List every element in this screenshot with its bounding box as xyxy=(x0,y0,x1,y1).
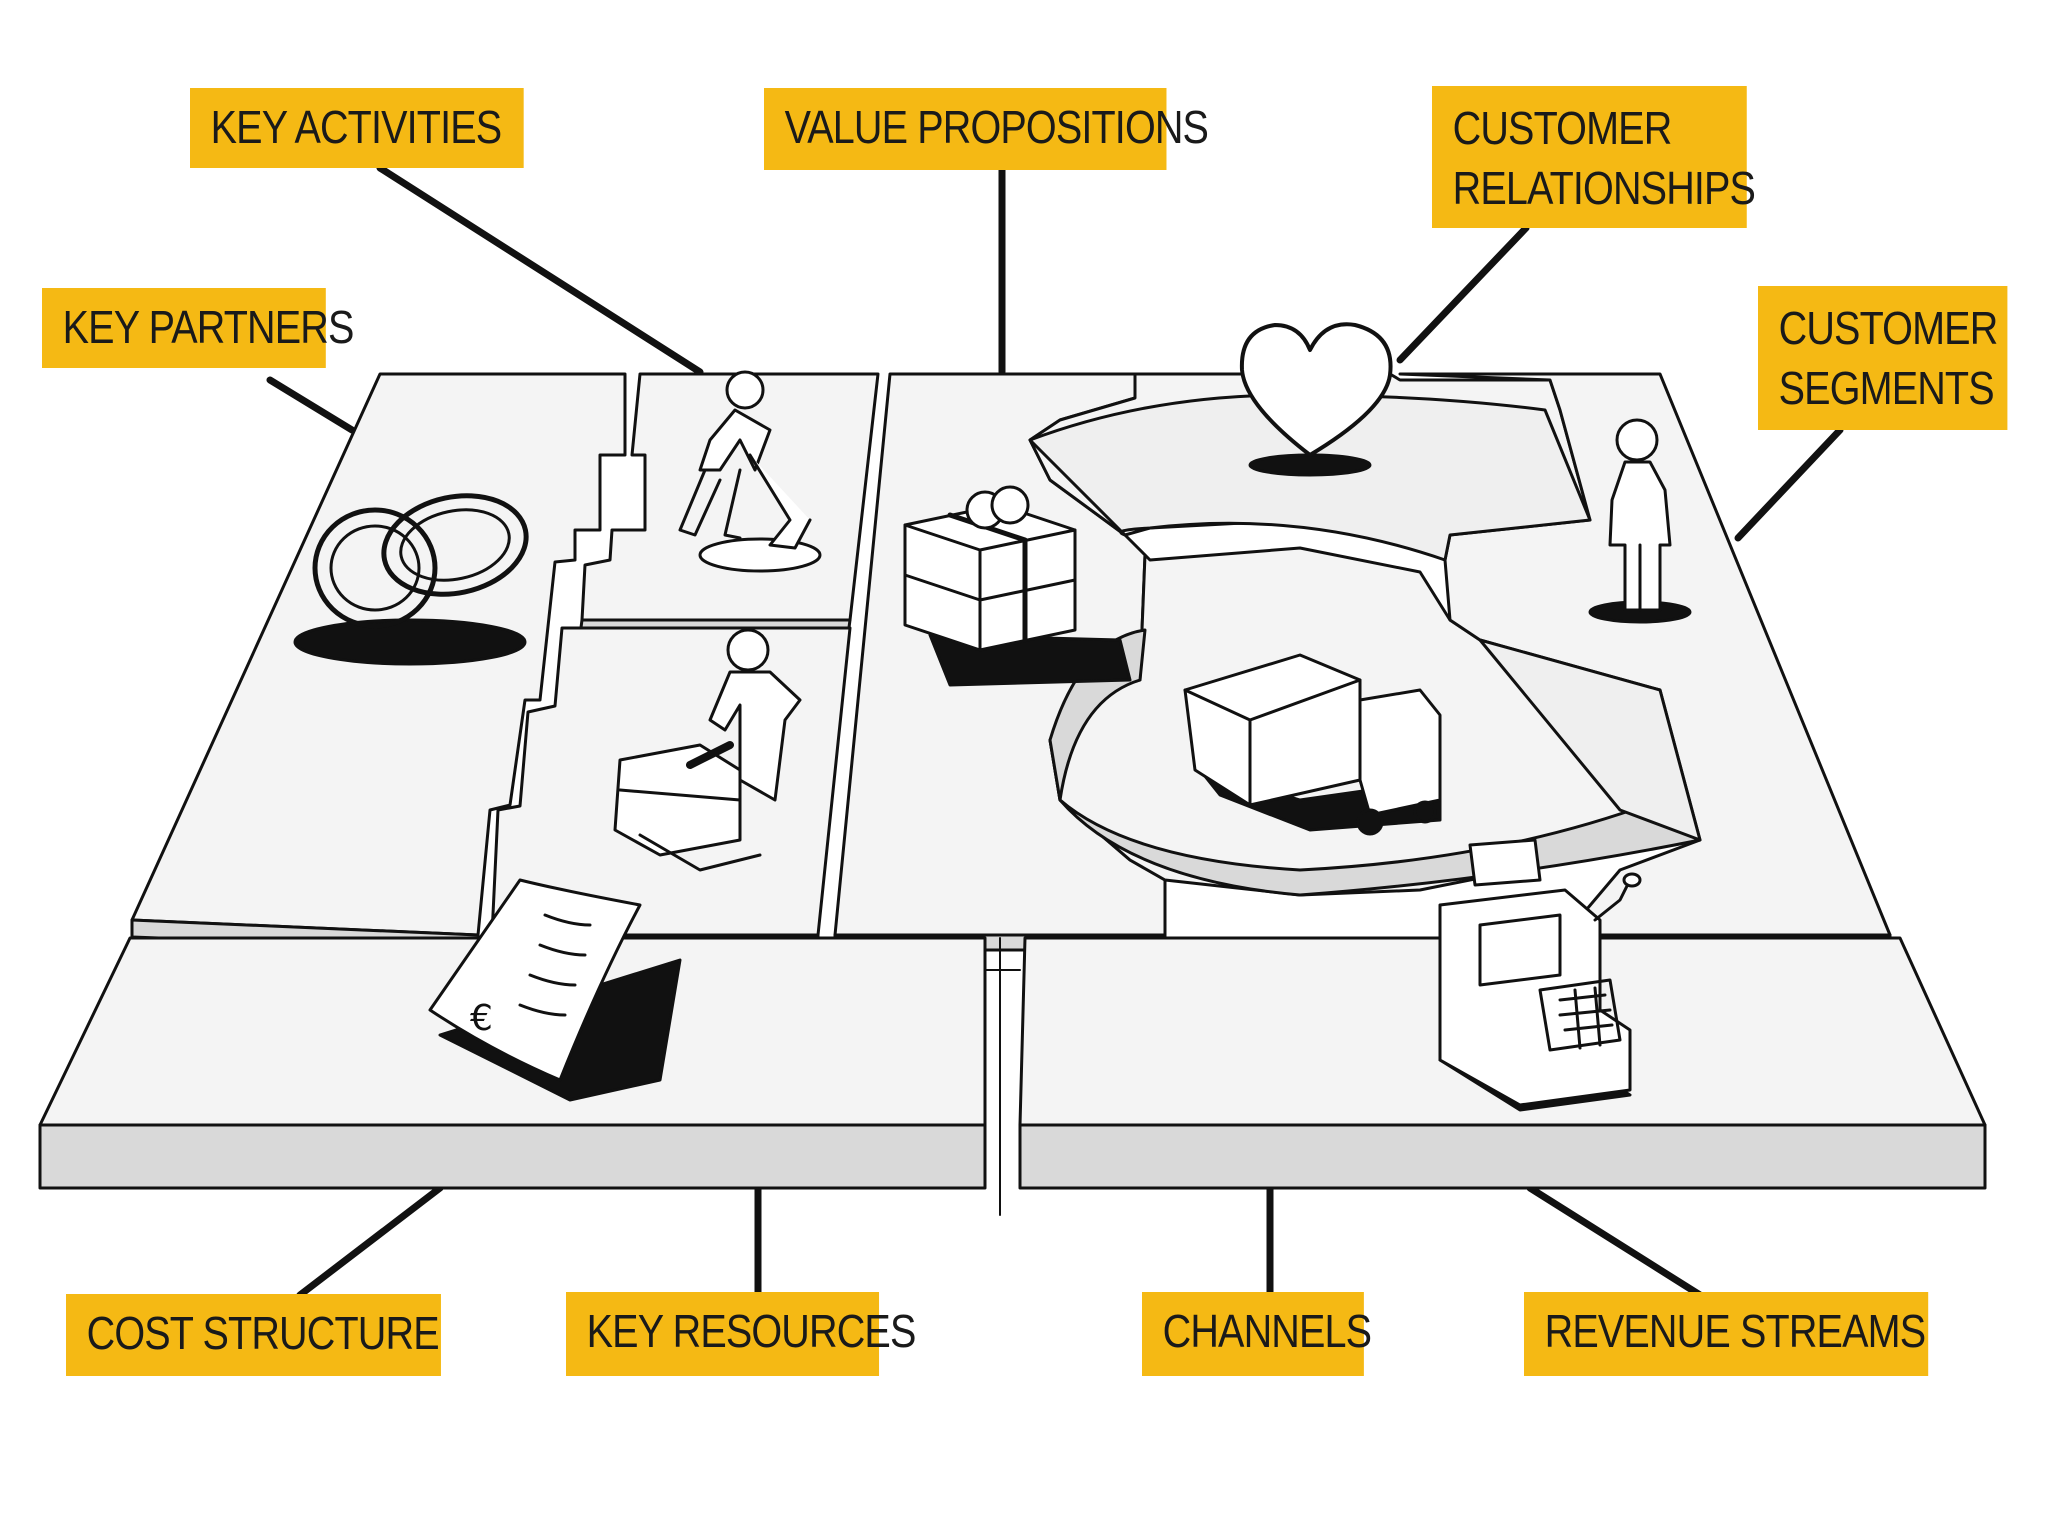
label-revenue-streams: REVENUE STREAMS xyxy=(1524,1292,1929,1376)
label-customer-segments-line1: CUSTOMER xyxy=(1778,302,1999,354)
label-key-partners: KEY PARTNERS xyxy=(42,288,355,368)
connector-lines xyxy=(266,164,1844,1299)
person-with-machine-icon xyxy=(613,628,802,872)
label-value-propositions: VALUE PROPOSITIONS xyxy=(764,88,1209,170)
label-customer-relationships: CUSTOMER RELATIONSHIPS xyxy=(1432,86,1756,228)
label-channels-text: CHANNELS xyxy=(1162,1305,1372,1357)
svg-text:€: € xyxy=(470,998,493,1039)
label-cost-structure: COST STRUCTURE xyxy=(66,1294,441,1376)
gift-box-icon xyxy=(903,485,1132,687)
heart-icon xyxy=(1239,322,1393,477)
standing-person-icon xyxy=(1588,418,1692,624)
invoice-icon: € xyxy=(428,878,682,1102)
label-value-propositions-text: VALUE PROPOSITIONS xyxy=(784,101,1209,153)
label-customer-relationships-line1: CUSTOMER xyxy=(1452,102,1673,154)
label-key-partners-text: KEY PARTNERS xyxy=(62,301,355,353)
label-key-resources: KEY RESOURCES xyxy=(566,1292,917,1376)
label-cost-structure-text: COST STRUCTURE xyxy=(86,1307,440,1359)
label-customer-segments-line2: SEGMENTS xyxy=(1778,362,1995,414)
label-key-resources-text: KEY RESOURCES xyxy=(586,1305,917,1357)
cash-register-icon xyxy=(1438,838,1642,1112)
label-customer-relationships-line2: RELATIONSHIPS xyxy=(1452,162,1756,214)
label-key-activities-text: KEY ACTIVITIES xyxy=(210,101,502,153)
label-customer-segments: CUSTOMER SEGMENTS xyxy=(1758,286,2008,430)
digging-person-icon xyxy=(678,370,822,573)
delivery-truck-icon xyxy=(1183,653,1442,836)
label-key-activities: KEY ACTIVITIES xyxy=(190,88,524,168)
label-revenue-streams-text: REVENUE STREAMS xyxy=(1544,1305,1926,1357)
label-channels: CHANNELS xyxy=(1142,1292,1372,1376)
rings-icon xyxy=(293,493,529,666)
